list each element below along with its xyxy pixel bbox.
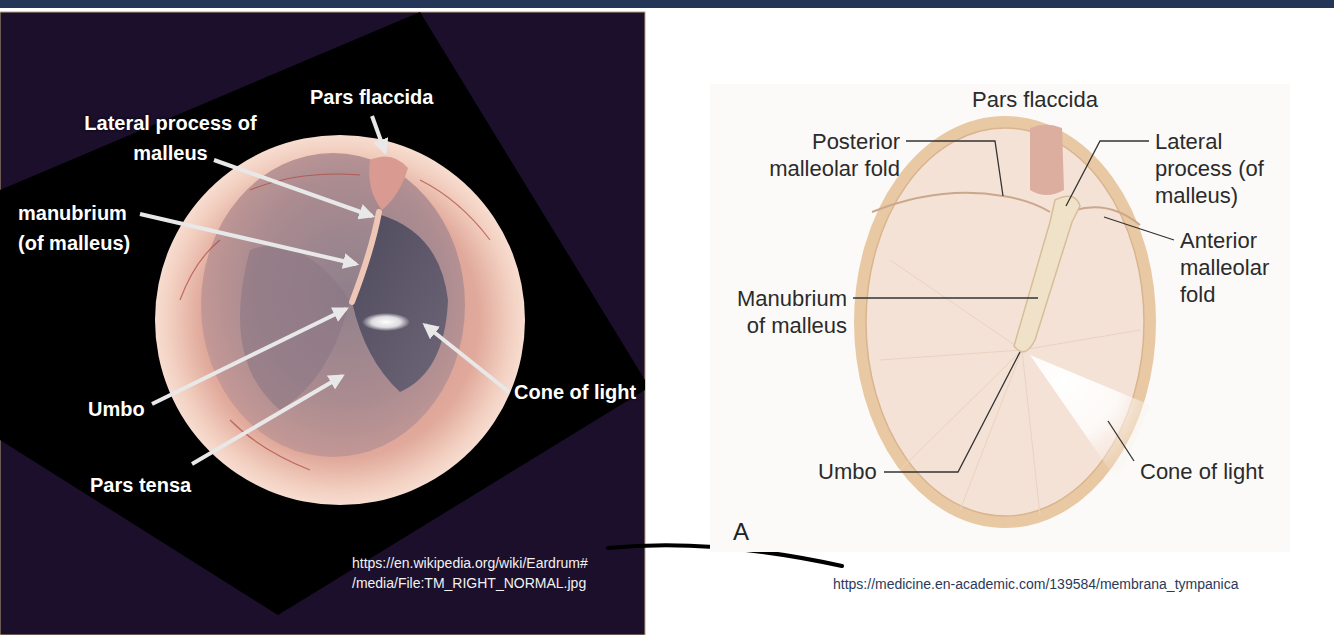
photo-frame xyxy=(0,12,645,615)
part-label: Pars tensa xyxy=(90,470,191,500)
part-label: Lateral process (of malleus) xyxy=(1155,128,1290,209)
part-label: Cone of light xyxy=(1140,458,1264,485)
drawing-ground xyxy=(710,84,1290,552)
part-label: Umbo xyxy=(88,394,145,424)
part-label: Manubrium of malleus xyxy=(722,285,847,339)
light-reflex xyxy=(362,313,410,331)
part-label: Lateral process of malleus xyxy=(78,108,263,168)
drum-shade xyxy=(240,246,350,410)
eardrum-outline xyxy=(860,122,1150,522)
photo-panel xyxy=(0,12,645,635)
ear-canal xyxy=(155,135,525,505)
part-label: Posterior malleolar fold xyxy=(745,128,900,182)
leader-lines xyxy=(853,141,1174,472)
leader-arrows xyxy=(140,116,509,464)
part-label: manubrium (of malleus) xyxy=(18,198,148,258)
malleus-ridge xyxy=(352,212,379,302)
part-label: Umbo xyxy=(818,458,877,485)
pars-flaccida-shape xyxy=(1030,125,1064,196)
part-label: Anterior malleolar fold xyxy=(1180,227,1290,308)
part-label: Pars flaccida xyxy=(310,82,433,112)
dark-drum-area xyxy=(352,214,448,392)
pars-flaccida-area xyxy=(369,156,408,210)
tympanic-membrane xyxy=(201,153,465,457)
manubrium-bone xyxy=(1014,196,1080,352)
anterior-fold xyxy=(1075,207,1140,225)
posterior-fold xyxy=(872,193,1050,212)
figure-letter: A xyxy=(733,518,749,546)
source-url: https://medicine.en-academic.com/139584/… xyxy=(833,574,1238,594)
source-url: https://en.wikipedia.org/wiki/Eardrum# /… xyxy=(352,553,642,593)
part-label: Pars flaccida xyxy=(972,86,1098,113)
cone-of-light xyxy=(1030,355,1150,482)
blood-vessels xyxy=(180,174,490,470)
part-label: Cone of light xyxy=(514,377,636,407)
top-bar xyxy=(0,0,1334,8)
